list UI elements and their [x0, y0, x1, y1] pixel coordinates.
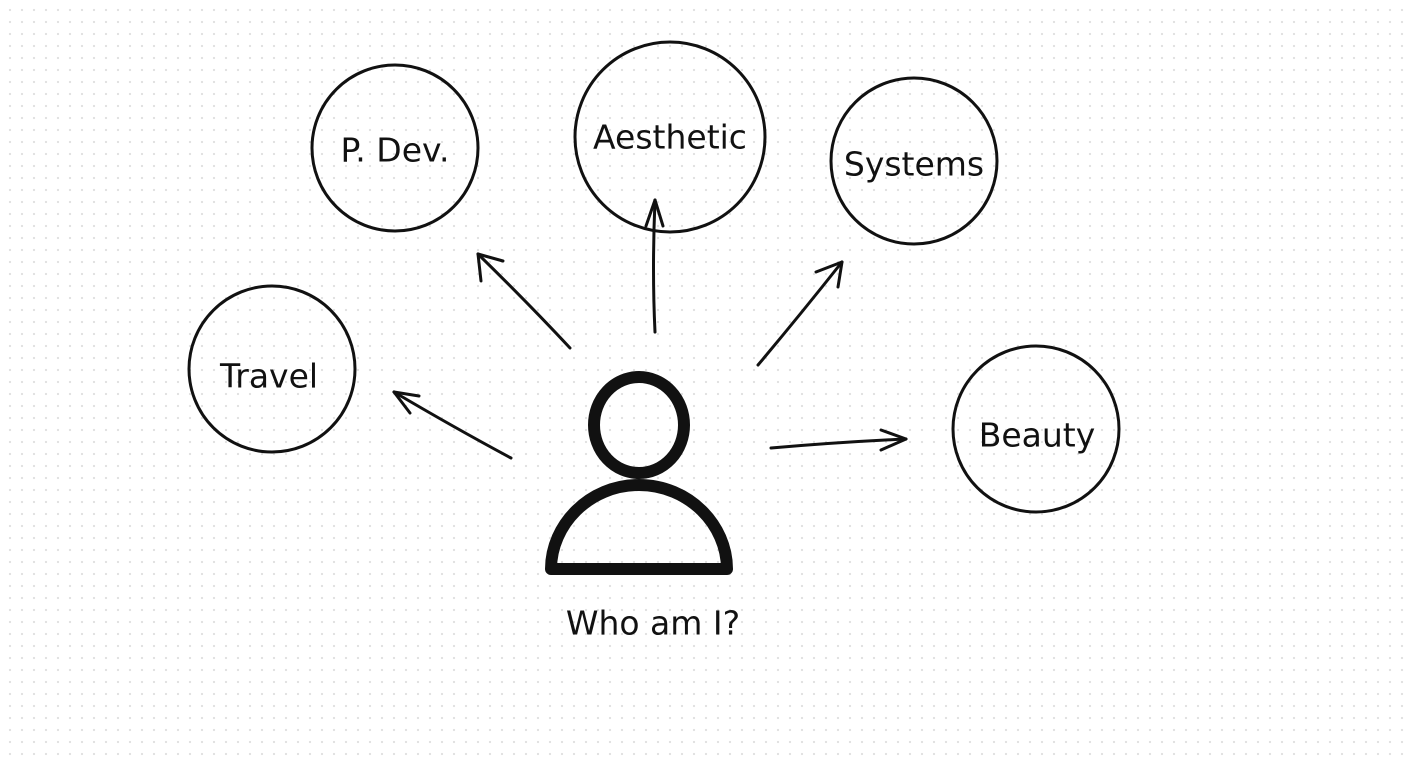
arrow-to-travel — [392, 390, 513, 460]
node-circle-travel[interactable] — [187, 284, 357, 454]
arrow-to-aesthetic — [644, 198, 665, 334]
node-label-beauty: Beauty — [978, 415, 1096, 455]
arrow-to-beauty — [769, 428, 908, 452]
node-circle-systems[interactable] — [829, 76, 999, 246]
center-caption: Who am I? — [565, 603, 741, 643]
node-circle-p-dev[interactable] — [310, 63, 480, 233]
person-icon — [545, 371, 733, 575]
arrow-to-systems — [756, 260, 844, 367]
node-circle-beauty[interactable] — [951, 344, 1121, 514]
node-label-aesthetic: Aesthetic — [593, 117, 747, 157]
node-circle-aesthetic[interactable] — [573, 40, 767, 234]
arrow-to-p-dev — [476, 252, 572, 350]
node-label-p-dev: P. Dev. — [340, 130, 450, 170]
node-label-systems: Systems — [843, 144, 985, 184]
node-label-travel: Travel — [219, 356, 319, 396]
